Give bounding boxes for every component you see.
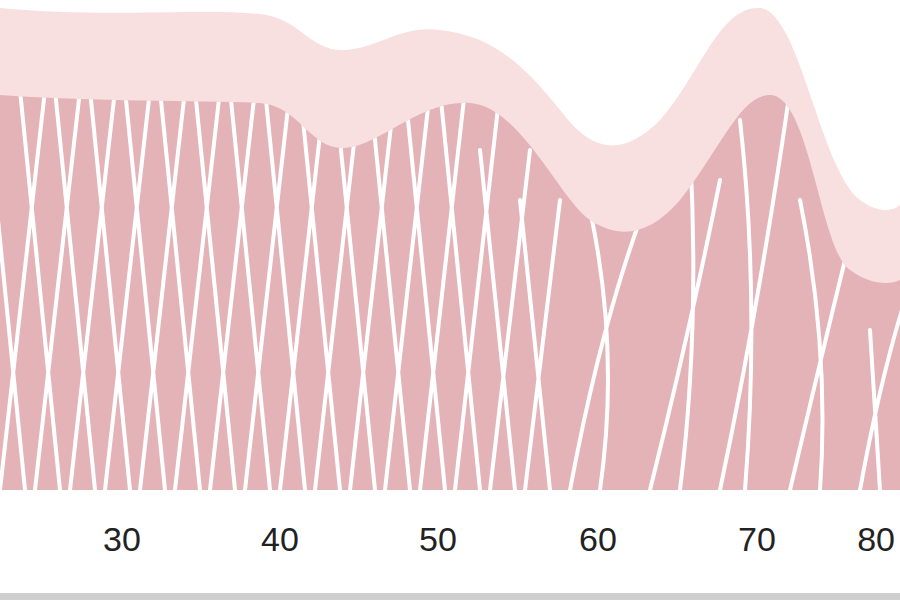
dermis-layer xyxy=(0,95,900,490)
age-label: 40 xyxy=(261,522,299,556)
bottom-rule xyxy=(0,593,900,600)
age-label: 70 xyxy=(738,522,776,556)
age-label: 80 xyxy=(857,522,895,556)
fiber-mesh xyxy=(0,90,900,490)
collagen-fibers xyxy=(0,90,900,490)
age-label: 50 xyxy=(419,522,457,556)
age-label: 60 xyxy=(579,522,617,556)
age-label: 30 xyxy=(103,522,141,556)
